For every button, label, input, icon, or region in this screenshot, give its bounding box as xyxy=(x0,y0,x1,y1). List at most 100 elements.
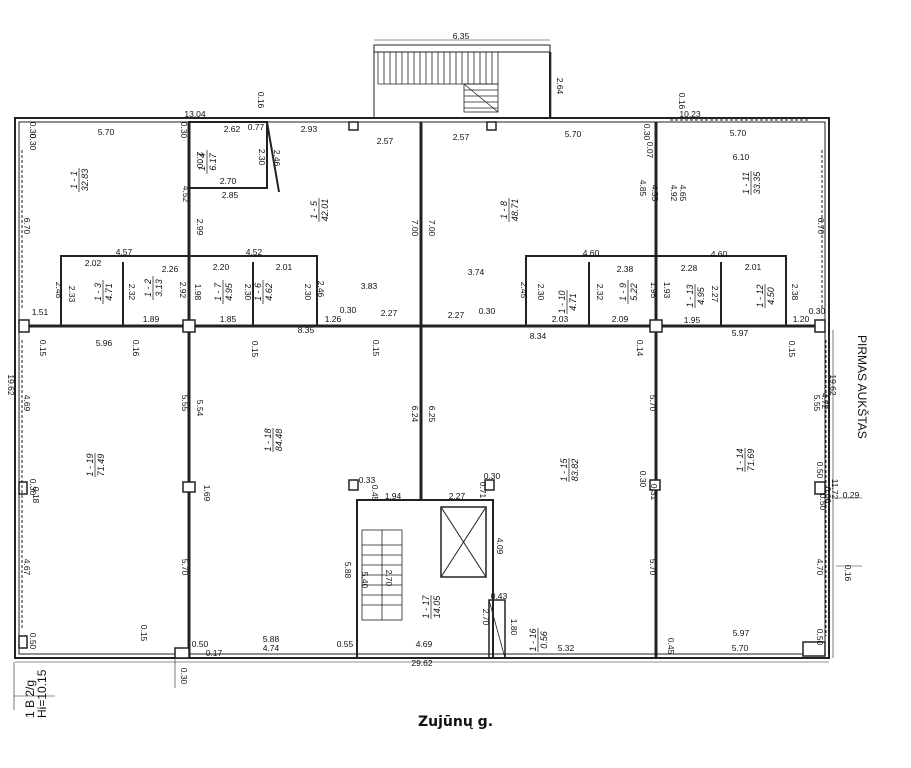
dimension-label: 2.27 xyxy=(448,310,465,320)
dimension-label: 4.69 xyxy=(22,395,32,412)
room-area: 42.01 xyxy=(320,199,330,222)
dimension-label: 6.35 xyxy=(453,31,470,41)
dimension-label: 0.15 xyxy=(787,341,797,358)
dimension-label: 1.85 xyxy=(220,314,237,324)
dimension-label: 6.24 xyxy=(410,406,420,423)
dimension-label: 0.30 xyxy=(638,471,648,488)
dimension-label: 4.60 xyxy=(583,248,600,258)
room-area: 4.95 xyxy=(224,282,234,301)
dimension-label: 2.01 xyxy=(745,262,762,272)
room-id: 1 - 14 xyxy=(735,448,745,471)
room-area: 4.71 xyxy=(568,293,578,311)
dimension-label: 0.30 xyxy=(809,306,826,316)
dimension-label: 0.50 xyxy=(192,639,209,649)
room-id: 1 - 12 xyxy=(755,284,765,307)
dimension-label: 2.46 xyxy=(272,150,282,167)
dimension-label: 7.00 xyxy=(427,220,437,237)
dimension-label: 5.32 xyxy=(558,643,575,653)
room-area: 84.48 xyxy=(274,429,284,452)
room-id: 1 - 13 xyxy=(685,284,695,307)
dimension-label: 0.33 xyxy=(359,475,376,485)
room-id: 1 - 10 xyxy=(557,290,567,313)
dimension-label: 4.69 xyxy=(416,639,433,649)
room-area: 4.50 xyxy=(766,287,776,305)
dimension-label: 0.30 xyxy=(484,471,501,481)
dimension-label: 2.30 xyxy=(303,284,313,301)
dimension-label: 0.45 xyxy=(666,638,676,655)
dimension-label: 8.35 xyxy=(298,325,315,335)
dimension-label: 0.18 xyxy=(31,487,41,504)
dimension-label: 4.70 xyxy=(815,559,825,576)
dimension-label: 5.88 xyxy=(263,634,280,644)
dimension-label: 2.32 xyxy=(595,284,605,301)
dimension-label: 0.50 xyxy=(815,462,825,479)
dimension-label: 0.50 xyxy=(818,494,828,511)
room-id: 1 - 4 xyxy=(197,153,207,171)
dimension-label: 1.94 xyxy=(385,491,402,501)
dimension-label: 2.38 xyxy=(790,284,800,301)
dimension-label: 2.28 xyxy=(681,263,698,273)
dimension-label: 2.20 xyxy=(213,262,230,272)
room-area: 33.35 xyxy=(752,171,762,195)
dimension-label: 0.15 xyxy=(139,625,149,642)
dimension-label: 5.55 xyxy=(812,395,822,412)
floor-label: PIRMAS AUKŠTAS xyxy=(855,335,870,439)
dimension-label: 2.03 xyxy=(552,314,569,324)
dimension-label: 5.70 xyxy=(565,129,582,139)
room-id: 1 - 9 xyxy=(618,283,628,301)
dimension-label: 29.62 xyxy=(411,658,433,668)
dimension-label: 2.85 xyxy=(222,190,239,200)
dimension-label: 0.30 xyxy=(642,124,652,141)
room-area: 32.83 xyxy=(80,169,90,192)
dimension-label: 0.71 xyxy=(478,482,488,499)
room-area: 6.17 xyxy=(208,152,218,171)
room-area: 71.49 xyxy=(96,454,106,477)
dimension-label: 5.88 xyxy=(343,562,353,579)
dimension-label: 0.07 xyxy=(645,142,655,159)
dimension-label: 2.62 xyxy=(224,124,241,134)
dimension-label: 5.54 xyxy=(195,400,205,417)
dimension-label: 3.74 xyxy=(468,267,485,277)
dimension-label: 0.16 xyxy=(256,92,266,109)
dimension-label: 2.70 xyxy=(220,176,237,186)
dimension-label: 4.09 xyxy=(495,538,505,555)
room-id: 1 - 16 xyxy=(528,628,538,651)
dimension-label: 0.30 xyxy=(28,479,38,496)
room-area: 14.05 xyxy=(432,595,442,619)
dimension-label: 0.15 xyxy=(371,340,381,357)
dimension-label: 5.40 xyxy=(360,572,370,589)
dimension-label: 2.33 xyxy=(67,286,77,303)
dimension-label: 5.70 xyxy=(730,128,747,138)
dimension-label: 5.70 xyxy=(648,559,658,576)
dimension-label: 4.85 xyxy=(638,180,648,197)
dimension-label: 7.00 xyxy=(410,220,420,237)
dimension-label: 4.65 xyxy=(678,185,688,202)
room-area: 4.62 xyxy=(264,283,274,301)
dimension-label: 6.10 xyxy=(733,152,750,162)
dimension-label: 2.70 xyxy=(384,570,394,587)
dimension-label: 2.26 xyxy=(162,264,179,274)
room-id: 1 - 2 xyxy=(143,279,153,297)
dimension-label: 4.72 xyxy=(820,393,830,410)
dimension-label: 0.15 xyxy=(250,341,260,358)
dimension-label: 4.55 xyxy=(650,185,660,202)
dimension-label: 0.06 xyxy=(823,487,833,504)
room-area: 4.71 xyxy=(104,283,114,301)
dimension-label: 5.70 xyxy=(180,559,190,576)
dimension-label: 1.98 xyxy=(193,284,203,301)
dimension-label: 8.34 xyxy=(530,331,547,341)
dimension-label: 0.16 xyxy=(131,340,141,357)
dimension-label: 2.99 xyxy=(195,219,205,236)
building-code: 1 B 2/g xyxy=(23,680,37,718)
